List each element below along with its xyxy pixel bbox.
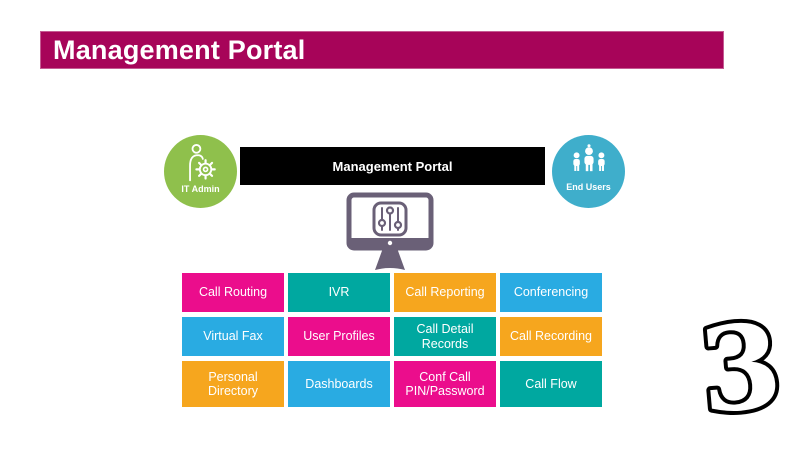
feature-ivr: IVR [288, 273, 390, 312]
feature-virtual-fax: Virtual Fax [182, 317, 284, 356]
page-title: Management Portal [53, 34, 306, 65]
it-admin-label: IT Admin [181, 184, 220, 194]
admin-person-gear-icon [188, 144, 216, 182]
three-logo-glyph: 3 [695, 310, 787, 432]
feature-conf-call-pin: Conf Call PIN/Password [394, 361, 496, 407]
portal-bar-label: Management Portal [332, 158, 453, 174]
feature-personal-directory: Personal Directory [182, 361, 284, 407]
feature-conferencing: Conferencing [500, 273, 602, 312]
portal-bar: Management Portal [240, 147, 545, 185]
features-grid: Call Routing IVR Call Reporting Conferen… [182, 273, 602, 407]
feature-user-profiles: User Profiles [288, 317, 390, 356]
end-users-circle: End Users [552, 135, 625, 208]
it-admin-circle: IT Admin [164, 135, 237, 208]
users-group-icon [572, 144, 605, 172]
three-logo: 3 [691, 294, 791, 445]
monitor-sliders-icon [344, 192, 436, 272]
feature-call-detail-records: Call Detail Records [394, 317, 496, 356]
feature-call-reporting: Call Reporting [394, 273, 496, 312]
feature-call-flow: Call Flow [500, 361, 602, 407]
end-users-label: End Users [566, 182, 611, 192]
feature-dashboards: Dashboards [288, 361, 390, 407]
feature-call-recording: Call Recording [500, 317, 602, 356]
feature-call-routing: Call Routing [182, 273, 284, 312]
slide-title-bar: Management Portal [40, 31, 724, 69]
